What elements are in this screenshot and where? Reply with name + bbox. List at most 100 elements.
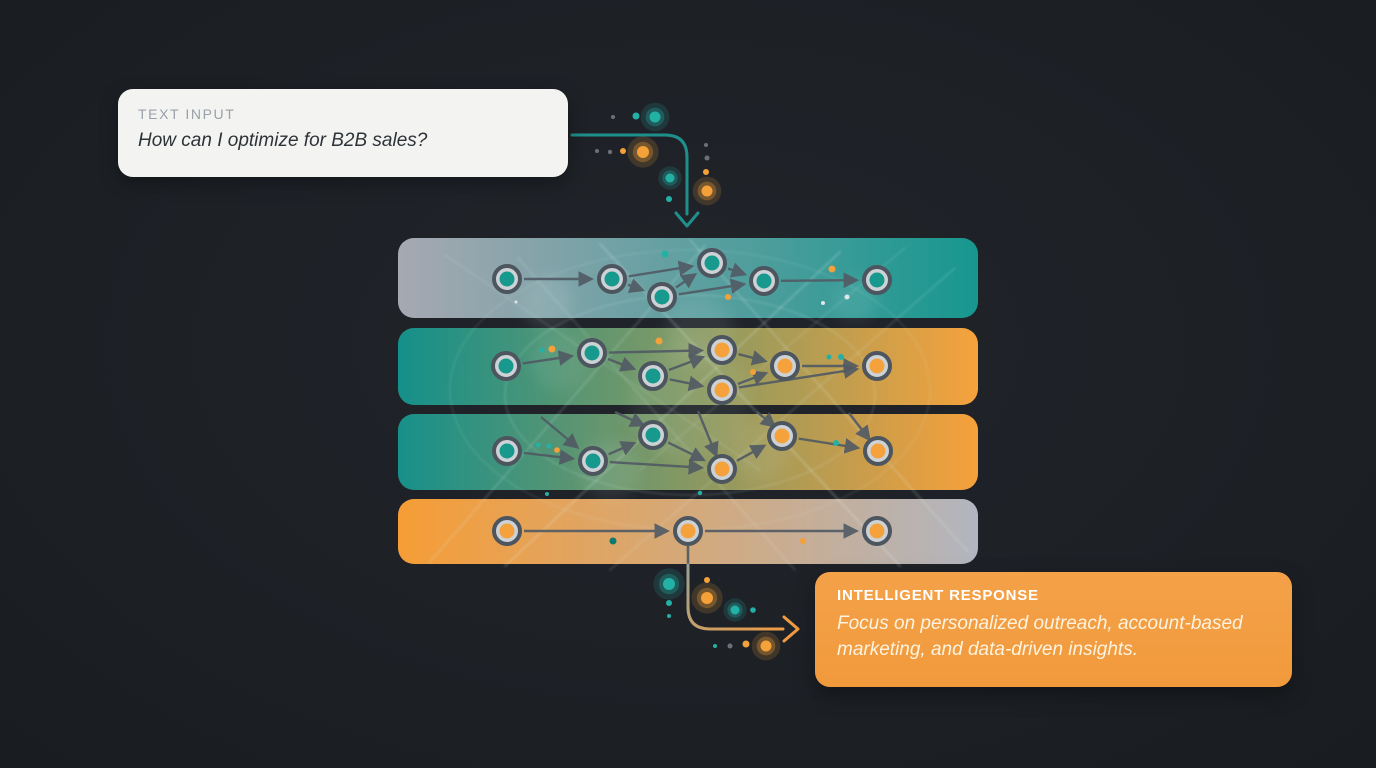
intelligent-response-label: INTELLIGENT RESPONSE — [837, 587, 1039, 604]
light-streak — [517, 257, 796, 571]
intelligent-response-text: Focus on personalized outreach, account-… — [837, 611, 1270, 663]
light-streak — [609, 267, 956, 571]
glow-dot — [821, 301, 825, 305]
glow-dot — [665, 173, 675, 183]
glow-dot — [701, 592, 713, 604]
edge-arrow — [736, 444, 767, 462]
edge-arrow — [608, 342, 705, 359]
glow-dot — [667, 614, 671, 618]
glow-dot — [632, 112, 640, 120]
text-input-card: TEXT INPUT How can I optimize for B2B sa… — [118, 89, 568, 177]
glow-dot — [826, 354, 832, 360]
network-node — [697, 248, 727, 278]
glow-dot — [545, 492, 549, 496]
glow-dot — [742, 640, 750, 648]
glow-dot — [704, 155, 710, 161]
edge-arrow — [607, 356, 637, 372]
glow-dot — [725, 294, 731, 300]
cross-layer-arrow — [696, 410, 719, 458]
network-node — [862, 265, 892, 295]
node-core — [604, 271, 620, 287]
glow-dot — [701, 185, 713, 197]
edge-arrow — [628, 260, 695, 278]
network-node — [673, 516, 703, 546]
cross-layer-arrow — [540, 416, 580, 449]
glow-dot — [704, 577, 710, 583]
network-node — [749, 266, 779, 296]
cross-layer-arrow — [756, 411, 777, 428]
node-core — [498, 358, 514, 374]
node-core — [774, 428, 790, 444]
network-node — [770, 351, 800, 381]
edge-arrow — [780, 272, 860, 289]
glow-dot — [539, 347, 545, 353]
edge-arrow — [678, 278, 747, 296]
node-core — [869, 523, 885, 539]
glow-dot — [548, 345, 556, 353]
glow-dot — [727, 643, 733, 649]
glow-blob — [521, 276, 573, 328]
edge-arrow — [738, 363, 860, 389]
edge-arrow — [668, 354, 706, 372]
node-core — [584, 345, 600, 361]
output-arrowhead-icon — [782, 615, 800, 643]
node-core — [499, 271, 515, 287]
glow-dot — [663, 578, 675, 590]
network-node — [862, 516, 892, 546]
node-core — [645, 368, 661, 384]
network-node — [707, 335, 737, 365]
network-node — [597, 264, 627, 294]
edge-arrow — [609, 459, 705, 475]
edge-arrow — [669, 375, 705, 391]
edge-arrow — [727, 262, 748, 278]
network-node — [707, 454, 737, 484]
network-node — [862, 351, 892, 381]
glow-dot — [760, 640, 772, 652]
edge-arrow — [738, 350, 768, 366]
node-core — [680, 523, 696, 539]
glow-dot — [649, 111, 661, 123]
network-node — [491, 351, 521, 381]
glow-dot — [800, 538, 806, 544]
glow-dot — [703, 169, 709, 175]
network-node — [577, 338, 607, 368]
glow-dot — [833, 440, 839, 446]
network-node — [492, 264, 522, 294]
glow-dot — [611, 115, 615, 119]
node-core — [499, 523, 515, 539]
glow-dot — [620, 148, 626, 154]
node-core — [645, 427, 661, 443]
node-core — [756, 273, 772, 289]
node-core — [714, 342, 730, 358]
edge-arrow — [675, 273, 698, 289]
network-node — [707, 375, 737, 405]
glow-dot — [828, 265, 836, 273]
glow-dot — [704, 143, 708, 147]
network-node — [638, 361, 668, 391]
node-core — [585, 453, 601, 469]
node-core — [499, 443, 515, 459]
glow-dot — [655, 337, 663, 345]
glow-dot — [697, 490, 703, 496]
glow-dot — [546, 443, 552, 449]
glow-dot — [595, 149, 599, 153]
edge-arrow — [798, 437, 861, 454]
network-node — [492, 516, 522, 546]
glow-dot — [838, 354, 844, 360]
light-streak — [504, 251, 841, 567]
node-core — [869, 358, 885, 374]
network-node — [638, 420, 668, 450]
node-core — [704, 255, 720, 271]
node-core — [869, 272, 885, 288]
input-connector — [570, 133, 689, 216]
glow-dot — [607, 149, 613, 155]
glow-dot — [713, 644, 717, 648]
network-node — [863, 436, 893, 466]
output-connector — [686, 563, 785, 631]
edge-arrow — [667, 441, 706, 462]
text-input-label: TEXT INPUT — [138, 106, 236, 122]
network-node — [767, 421, 797, 451]
glow-dot — [514, 300, 518, 304]
edge-arrow — [608, 441, 637, 456]
